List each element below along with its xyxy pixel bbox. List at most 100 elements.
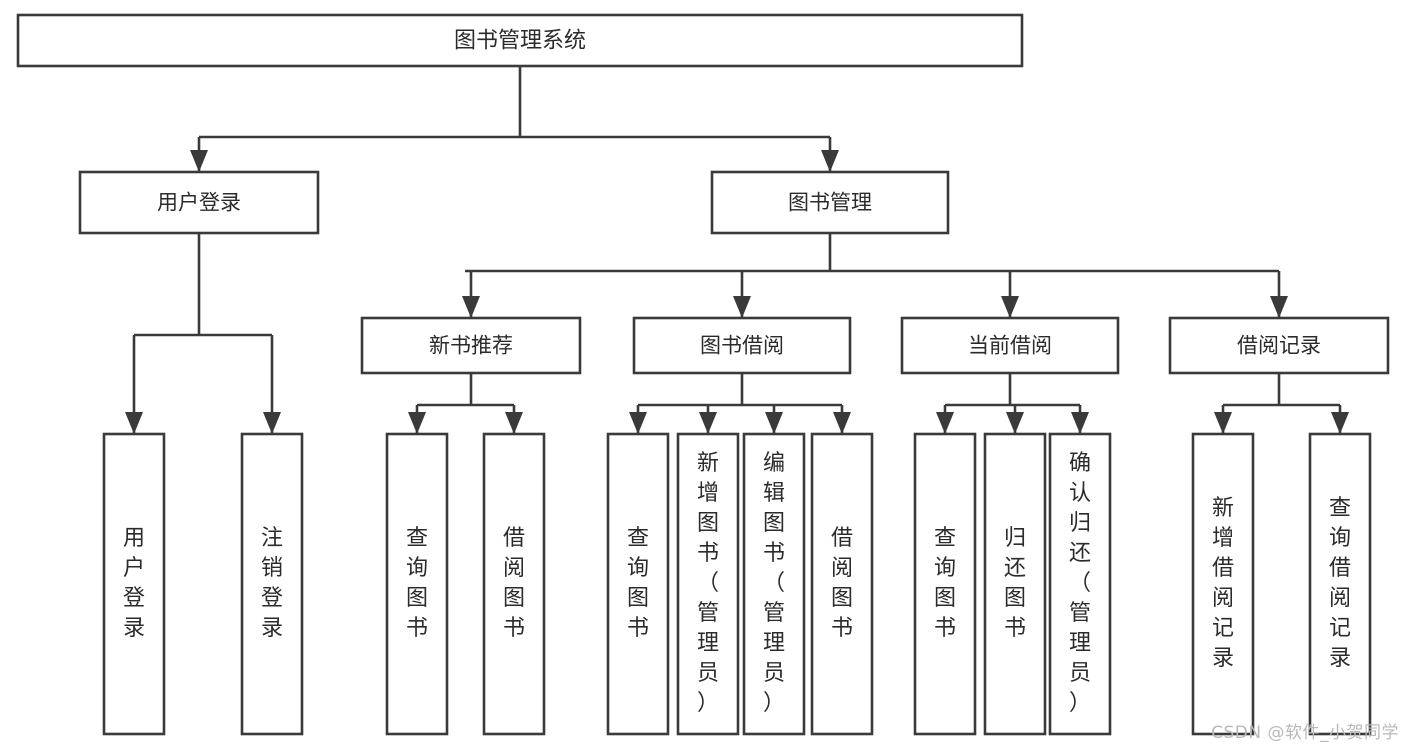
node-leaf-br-query-record-label-char: 借 xyxy=(1329,556,1351,581)
node-leaf-bb-query-book-label-char: 查 xyxy=(627,526,649,551)
node-leaf-cb-confirm-return-label-char: 认 xyxy=(1069,481,1091,506)
node-leaf-bb-edit-book-label-char: 图 xyxy=(763,511,785,536)
node-leaf-bb-edit-book-label-char: 编 xyxy=(763,451,785,476)
node-leaf-bb-add-book-label-char: 管 xyxy=(697,601,719,626)
node-root-root-label: 图书管理系统 xyxy=(454,29,586,54)
node-leaf-bb-query-book-label-char: 图 xyxy=(627,586,649,611)
node-leaf-bb-query-book-label-char: 书 xyxy=(627,616,649,641)
bus-book-manage-arrowhead xyxy=(462,296,480,318)
node-book-manage[interactable]: 图书管理 xyxy=(710,170,950,235)
node-current-borrow-rect xyxy=(900,316,1120,375)
bus-root-arrowhead xyxy=(190,150,208,172)
bus-book-borrow-arrowhead xyxy=(833,412,851,434)
node-leaf-user-login-label-char: 录 xyxy=(123,616,145,641)
node-leaf-bb-edit-book-label-char: 理 xyxy=(763,631,785,656)
bus-user-login-arrowhead xyxy=(125,412,143,434)
node-leaf-nb-borrow-book-label-char: 借 xyxy=(503,526,525,551)
node-leaf-bb-add-book-label-char: ） xyxy=(697,691,719,716)
node-leaf-nb-query-book-label-char: 查 xyxy=(406,526,428,551)
node-leaf-bb-edit-book-label-char: ） xyxy=(763,691,785,716)
node-new-book-recommend[interactable]: 新书推荐 xyxy=(360,316,582,375)
node-leaf-user-login[interactable]: 用户登录 xyxy=(102,432,166,736)
node-leaf-bb-edit-book-label-char: 书 xyxy=(763,541,785,566)
node-leaf-nb-borrow-book-label-char: 书 xyxy=(503,616,525,641)
node-leaf-cb-return-book-rect xyxy=(983,432,1047,736)
node-leaf-user-logout-label-char: 销 xyxy=(261,556,283,581)
bus-new-book-arrowhead xyxy=(505,412,523,434)
connectors-layer xyxy=(125,66,1349,434)
node-leaf-cb-return-book-label-char: 归 xyxy=(1004,526,1026,551)
node-leaf-cb-query-book-label-char: 查 xyxy=(934,526,956,551)
bus-current-borrow-arrowhead xyxy=(1006,412,1024,434)
node-leaf-nb-query-book-label-char: 询 xyxy=(406,556,428,581)
node-book-borrow[interactable]: 图书借阅 xyxy=(632,316,852,375)
node-current-borrow[interactable]: 当前借阅 xyxy=(900,316,1120,375)
node-leaf-cb-confirm-return-rect xyxy=(1048,432,1112,736)
node-leaf-cb-query-book-label-char: 书 xyxy=(934,616,956,641)
node-leaf-cb-query-book-label-char: 图 xyxy=(934,586,956,611)
node-user-login-rect xyxy=(78,170,320,235)
bus-current-borrow-arrowhead xyxy=(936,412,954,434)
node-leaf-bb-query-book-label-char: 询 xyxy=(627,556,649,581)
boxes-layer: 图书管理系统用户登录图书管理新书推荐图书借阅当前借阅借阅记录用户登录注销登录查询… xyxy=(16,13,1390,736)
node-leaf-bb-edit-book-label-char: （ xyxy=(763,571,785,596)
node-leaf-br-query-record-label-char: 询 xyxy=(1329,526,1351,551)
node-leaf-nb-borrow-book-rect xyxy=(482,432,546,736)
node-leaf-bb-edit-book-label-char: 管 xyxy=(763,601,785,626)
node-borrow-record-label: 借阅记录 xyxy=(1237,334,1321,358)
node-leaf-cb-confirm-return-label-char: 确 xyxy=(1069,451,1091,476)
bus-user-login-arrowhead xyxy=(263,412,281,434)
node-leaf-nb-borrow-book-label-char: 图 xyxy=(503,586,525,611)
node-leaf-nb-query-book-rect xyxy=(385,432,449,736)
node-leaf-bb-borrow-book-label-char: 图 xyxy=(831,586,853,611)
node-user-login[interactable]: 用户登录 xyxy=(78,170,320,235)
node-leaf-cb-confirm-return-label-char: ） xyxy=(1069,691,1091,716)
bus-new-book-arrowhead xyxy=(408,412,426,434)
node-leaf-cb-confirm-return-label-char: 管 xyxy=(1069,601,1091,626)
node-leaf-cb-confirm-return-label-char: 员 xyxy=(1069,661,1091,686)
node-root-root[interactable]: 图书管理系统 xyxy=(16,13,1024,68)
node-leaf-br-add-record-label-char: 记 xyxy=(1212,616,1234,641)
node-leaf-br-query-record-label-char: 记 xyxy=(1329,616,1351,641)
node-leaf-bb-add-book-label-char: 增 xyxy=(697,481,719,506)
node-leaf-cb-return-book-label-char: 还 xyxy=(1004,556,1026,581)
node-borrow-record-rect xyxy=(1168,316,1390,375)
bus-book-borrow-arrowhead xyxy=(629,412,647,434)
bus-book-manage-arrowhead xyxy=(1001,296,1019,318)
node-leaf-bb-edit-book-label-char: 辑 xyxy=(763,481,785,506)
node-leaf-bb-add-book-label-char: 员 xyxy=(697,661,719,686)
bus-book-borrow-arrowhead xyxy=(765,412,783,434)
node-current-borrow-label: 当前借阅 xyxy=(968,334,1052,358)
node-user-login-label: 用户登录 xyxy=(157,191,241,215)
bus-root-arrowhead xyxy=(821,150,839,172)
node-leaf-cb-return-book-label-char: 书 xyxy=(1004,616,1026,641)
node-leaf-user-logout-label-char: 录 xyxy=(261,616,283,641)
bus-book-manage-arrowhead xyxy=(733,296,751,318)
node-leaf-user-login-label-char: 用 xyxy=(123,526,145,551)
node-leaf-cb-confirm-return-label-char: （ xyxy=(1069,571,1091,596)
node-leaf-bb-query-book-rect xyxy=(606,432,670,736)
node-new-book-recommend-rect xyxy=(360,316,582,375)
bus-book-manage-arrowhead xyxy=(1270,296,1288,318)
node-leaf-cb-confirm-return-label-char: 还 xyxy=(1069,541,1091,566)
node-leaf-br-add-record-rect xyxy=(1191,432,1255,736)
node-book-manage-label: 图书管理 xyxy=(788,191,872,215)
node-borrow-record[interactable]: 借阅记录 xyxy=(1168,316,1390,375)
bus-book-borrow-arrowhead xyxy=(699,412,717,434)
node-book-manage-rect xyxy=(710,170,950,235)
node-leaf-br-add-record-label-char: 阅 xyxy=(1212,586,1234,611)
node-leaf-bb-edit-book-label-char: 员 xyxy=(763,661,785,686)
